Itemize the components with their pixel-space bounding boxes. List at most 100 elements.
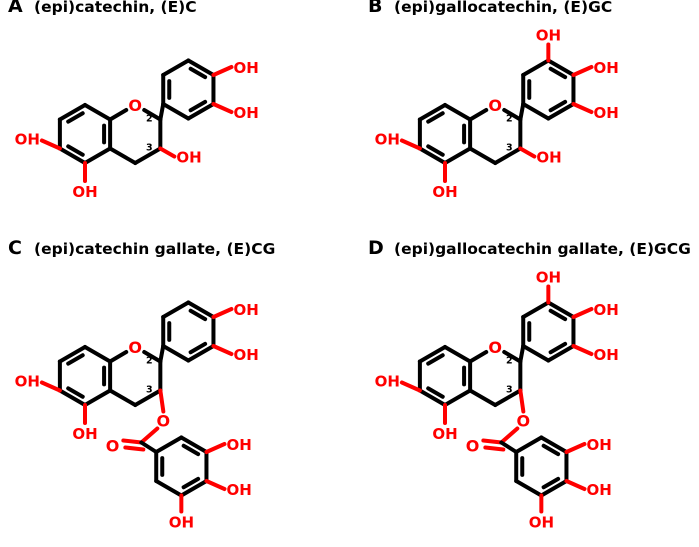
- b-ring-bond: [546, 58, 576, 77]
- b-ring-bond: [521, 102, 551, 121]
- hydroxyl-label: OH: [375, 373, 400, 391]
- a-ring-bond: [83, 345, 113, 364]
- galloyl-link-bond: [139, 440, 159, 454]
- b-ring-bond: [161, 344, 191, 363]
- c-ring-bond: [108, 108, 129, 122]
- panel-letter: D: [368, 237, 384, 259]
- bond-red: [518, 388, 526, 414]
- galloyl-ring-bond: [514, 479, 544, 498]
- stereo-label-c2: 2: [506, 114, 513, 125]
- hydroxyl-label: OH: [226, 481, 251, 499]
- ring-oxygen-label: O: [488, 96, 502, 115]
- ester-oxygen-label: O: [517, 412, 531, 431]
- hydroxyl-label: OH: [233, 59, 258, 77]
- galloyl-ring-double-bond: [181, 443, 201, 457]
- galloyl-ring-bond: [154, 479, 184, 498]
- stereo-label-c3: 3: [506, 143, 513, 154]
- bond-red: [211, 307, 234, 319]
- b-ring-bond: [186, 58, 216, 77]
- panel-letter: C: [8, 237, 22, 259]
- b-ring-bond: [521, 300, 551, 319]
- a-ring-double-bond: [66, 144, 85, 157]
- a-ring-bond: [57, 103, 87, 122]
- galloyl-ring-bond: [514, 435, 544, 454]
- panel-letter: A: [8, 0, 23, 17]
- panel-title: (epi)gallocatechin gallate, (E)GCG: [394, 240, 691, 258]
- c-ring-bond: [133, 146, 163, 165]
- stereo-label-c3: 3: [146, 385, 153, 396]
- bond-red: [211, 102, 234, 114]
- bond-red: [481, 438, 504, 445]
- b-ring-bond: [546, 344, 576, 363]
- galloyl-ring-bond: [154, 435, 184, 454]
- hydroxyl-label: OH: [226, 436, 251, 454]
- galloyl-ring-bond: [539, 435, 569, 454]
- bond-red: [158, 146, 177, 159]
- c-ring-bond: [493, 388, 523, 407]
- c-ring-bond: [502, 108, 523, 122]
- hydroxyl-label: OH: [593, 301, 618, 319]
- a-ring-double-bond: [66, 353, 85, 366]
- a-ring-bond: [443, 345, 473, 364]
- c-ring-bond: [468, 146, 498, 165]
- hydroxyl-label: OH: [233, 346, 258, 364]
- carbonyl-oxygen-label: O: [466, 437, 480, 456]
- galloyl-ring-bond: [179, 435, 209, 454]
- bond-red: [399, 138, 422, 151]
- ester-oxygen-label: O: [157, 412, 171, 431]
- c-ring-bond: [142, 350, 163, 364]
- c-ring-bond: [502, 350, 523, 364]
- panel-title: (epi)catechin, (E)C: [34, 0, 197, 16]
- hydroxyl-label: OH: [72, 183, 97, 201]
- hydroxyl-label: OH: [233, 301, 258, 319]
- b-ring-bond: [521, 344, 551, 363]
- c-ring-bond: [468, 350, 489, 364]
- bond-red: [139, 426, 160, 445]
- c-ring-bond: [142, 108, 163, 122]
- hydroxyl-label: OH: [586, 481, 611, 499]
- hydroxyl-label: OH: [375, 131, 400, 149]
- b-ring-double-bond: [188, 308, 208, 322]
- hydroxyl-label: OH: [169, 514, 194, 532]
- galloyl-ring-double-bond: [181, 476, 201, 490]
- c-ring-bond: [468, 108, 489, 122]
- hydroxyl-label: OH: [536, 149, 561, 167]
- a-ring-bond: [417, 345, 447, 364]
- b-ring-double-bond: [548, 66, 568, 80]
- bond-red: [518, 146, 537, 159]
- galloyl-ring-bond: [179, 479, 209, 498]
- bond-red: [571, 344, 594, 356]
- b-ring-double-bond: [548, 308, 568, 322]
- c-ring-bond: [108, 388, 138, 407]
- bond-red: [571, 102, 594, 114]
- hydroxyl-label: OH: [432, 425, 457, 443]
- hydroxyl-label: OH: [72, 425, 97, 443]
- b-ring-double-bond: [188, 341, 208, 355]
- c-ring-bond: [468, 388, 498, 407]
- hydroxyl-label: OH: [593, 346, 618, 364]
- hydroxyl-label: OH: [233, 104, 258, 122]
- a-ring-bond: [443, 146, 473, 165]
- stereo-label-c2: 2: [146, 356, 153, 367]
- a-ring-double-bond: [426, 111, 445, 124]
- b-ring-link-bond: [158, 102, 166, 122]
- bond-red: [499, 426, 520, 445]
- a-ring-bond: [417, 146, 447, 165]
- bond-red: [39, 380, 62, 393]
- bond-red: [39, 138, 62, 151]
- galloyl-link-bond: [499, 440, 519, 454]
- b-ring-double-bond: [548, 341, 568, 355]
- b-ring-bond: [186, 102, 216, 121]
- b-ring-bond: [161, 102, 191, 121]
- a-ring-bond: [83, 103, 113, 122]
- a-ring-bond: [57, 388, 87, 407]
- bond-red: [204, 479, 227, 491]
- bond-red: [158, 388, 166, 414]
- galloyl-ring-bond: [539, 479, 569, 498]
- hydroxyl-label: OH: [586, 436, 611, 454]
- panel-d: D(epi)gallocatechin gallate, (E)GCGO23OH…: [368, 237, 691, 532]
- b-ring-bond: [186, 300, 216, 319]
- bond-red: [483, 445, 506, 452]
- hydroxyl-label: OH: [593, 59, 618, 77]
